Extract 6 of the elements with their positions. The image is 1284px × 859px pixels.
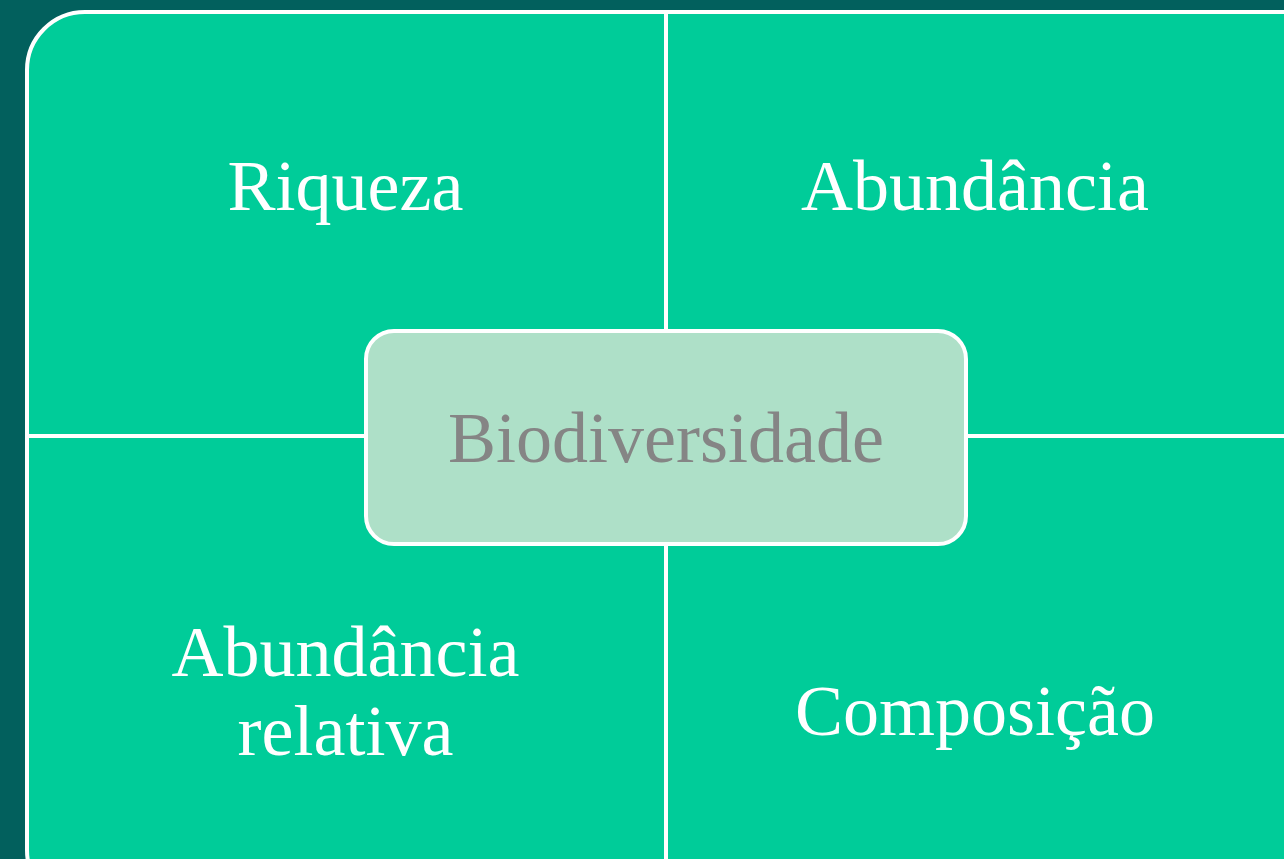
center-box <box>364 329 968 546</box>
node-label: Biodiversidade <box>447 396 885 480</box>
node-label: Riqueza <box>226 145 465 228</box>
node-label: Abundância <box>800 145 1150 228</box>
node-label: Abundância relativa <box>170 613 521 772</box>
node-label: Composição <box>794 670 1156 753</box>
